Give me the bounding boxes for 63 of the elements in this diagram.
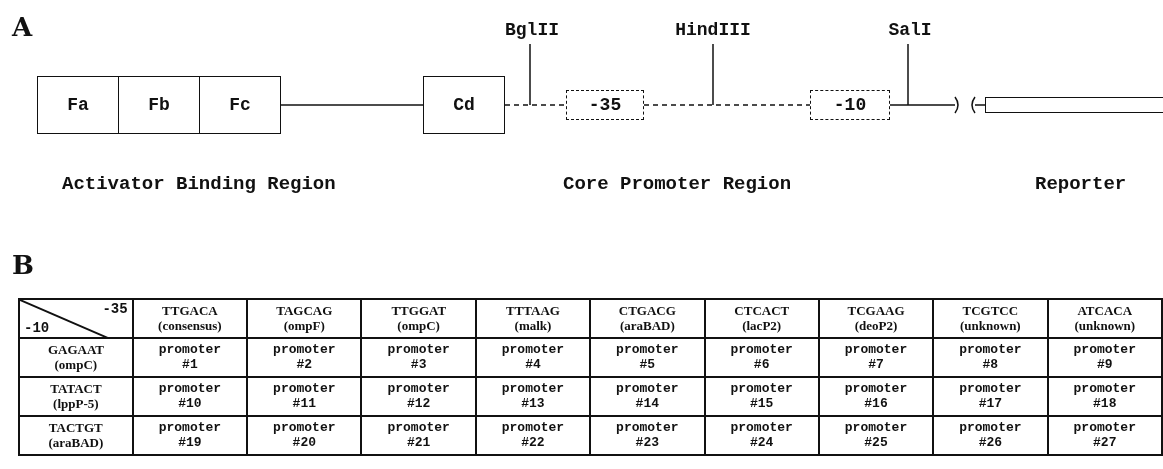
column-header: TTTAAG (malk) [475,299,591,338]
table-cell: promoter #8 [933,338,1048,377]
restriction-site-label: HindIII [660,20,766,44]
table-cell: promoter #5 [590,338,705,377]
table-cell: promoter #4 [475,338,591,377]
dna-line [504,104,567,106]
region-label: Core Promoter Region [563,173,792,195]
table-cell: promoter #26 [933,416,1048,455]
restriction-site-label: SalI [880,20,940,44]
column-header: TAGCAG (ompF) [247,299,362,338]
table-cell: promoter #15 [704,377,819,416]
row-header: GAGAAT (ompC) [19,338,133,377]
leader-line [712,43,714,106]
column-header: TTGGAT (ompC) [361,299,476,338]
table-cell: promoter #16 [818,377,934,416]
promoter-element-box: -35 [566,90,644,120]
table-cell: promoter #21 [361,416,476,455]
table-cell: promoter #3 [361,338,476,377]
panel-letter: A [12,12,33,42]
table-cell: promoter #10 [132,377,248,416]
column-header: CTGACG (araBAD) [590,299,705,338]
dna-line [280,104,424,106]
table-cell: promoter #22 [475,416,591,455]
table-cell: promoter #2 [247,338,362,377]
column-header: TCGAAG (deoP2) [818,299,934,338]
row-header: TATACT (lppP-5) [19,377,133,416]
table-cell: promoter #7 [818,338,934,377]
column-header: ATCACA (unknown) [1047,299,1162,338]
header-label: -10 [24,319,50,336]
column-header: CTCACT (lacP2) [704,299,819,338]
reporter-gene-box [985,97,1163,113]
table-cell: promoter #1 [132,338,248,377]
panel-letter: B [12,250,34,280]
table-cell: promoter #23 [590,416,705,455]
row-header: TACTGT (araBAD) [19,416,133,455]
leader-line [907,43,909,106]
region-label: Reporter [1035,173,1127,195]
restriction-site-label: BglII [500,20,564,44]
table-cell: promoter #27 [1047,416,1162,455]
table-cell: promoter #14 [590,377,705,416]
dna-line [889,104,986,106]
gene-region-box: Fb [118,76,200,134]
table-cell: promoter #6 [704,338,819,377]
table-cell: promoter #19 [132,416,248,455]
table-cell: promoter #24 [704,416,819,455]
table-cell: promoter #9 [1047,338,1162,377]
dna-line [643,104,811,106]
region-label: Activator Binding Region [62,173,336,195]
gene-region-box: Cd [423,76,505,134]
promoter-element-box: -10 [810,90,890,120]
table-cell: promoter #20 [247,416,362,455]
table-cell: promoter #17 [933,377,1048,416]
table-cell: promoter #12 [361,377,476,416]
table-cell: promoter #13 [475,377,591,416]
gene-region-box: Fa [37,76,119,134]
header-label: -35 [102,301,128,318]
gene-region-box: Fc [199,76,281,134]
column-header: TTGACA (consensus) [132,299,248,338]
table-cell: promoter #11 [247,377,362,416]
leader-line [529,43,531,106]
table-cell: promoter #25 [818,416,934,455]
column-header: TCGTCC (unknown) [933,299,1048,338]
table-cell: promoter #18 [1047,377,1162,416]
